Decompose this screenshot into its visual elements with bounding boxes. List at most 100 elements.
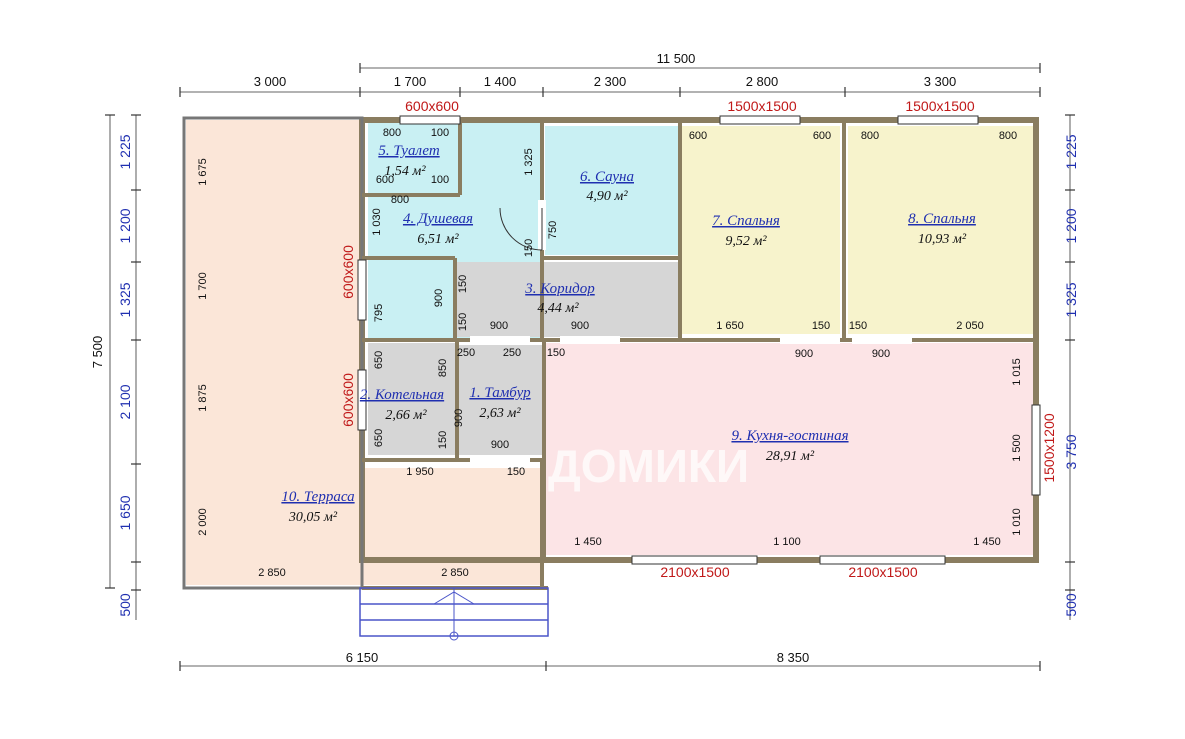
bedroom7-door-gap [780, 336, 840, 344]
corridor-door-gap-1 [470, 336, 530, 344]
dim-tambur-b: 250 [503, 347, 521, 359]
dim-bed8-r: 800 [999, 130, 1017, 142]
left-dim-3: 1 325 [117, 282, 133, 317]
dim-tambur-door: 900 [491, 439, 509, 451]
room-area-tambur: 2,63 м² [479, 406, 521, 421]
room-name-toilet: 5. Туалет [378, 143, 440, 159]
dim-kitchen-r1: 1 015 [1011, 358, 1023, 386]
dim-bed7-r: 600 [813, 130, 831, 142]
dim-kitchen-b1: 1 450 [574, 536, 602, 548]
bedroom8-door-gap [852, 336, 912, 344]
dim-corr-door2: 900 [571, 320, 589, 332]
dim-terrace-h2: 1 700 [197, 272, 209, 300]
bottom-dimension-lines [179, 661, 1041, 671]
room-name-sauna: 6. Сауна [580, 169, 634, 185]
top-dim-3: 1 400 [484, 74, 517, 89]
dim-kitchen-door2: 900 [872, 348, 890, 360]
window-label-kitchen-bottom-2: 2100x1500 [848, 564, 918, 580]
dim-kitchen-r2: 1 500 [1011, 434, 1023, 462]
dim-bed8-bottom: 2 050 [956, 320, 984, 332]
corridor-door-gap-2 [560, 336, 620, 344]
dim-terrace-b2: 2 850 [441, 567, 469, 579]
terrace-fill [186, 120, 362, 585]
top-dim-5: 2 800 [746, 74, 779, 89]
dim-kitchen-b3: 1 450 [973, 536, 1001, 548]
room-area-shower: 6,51 м² [417, 232, 459, 247]
sauna-fill [545, 126, 678, 255]
dim-shower-w: 800 [391, 194, 409, 206]
room-area-bed7: 9,52 м² [725, 234, 767, 249]
inner-dimensions: 800 100 600 100 800 1 030 1 325 750 150 … [197, 127, 1023, 579]
dim-terrace-h3: 1 875 [197, 384, 209, 412]
top-dim-2: 1 700 [394, 74, 427, 89]
room-area-terrace: 30,05 м² [288, 510, 338, 525]
right-dimension-lines [1065, 114, 1075, 620]
kitchen-bottom-window-2 [819, 555, 946, 565]
room-name-boiler: 2. Котельная [360, 387, 444, 403]
dim-shower-door: 900 [433, 289, 445, 307]
toilet-window [399, 115, 461, 125]
dim-kitchen-door1: 900 [795, 348, 813, 360]
kitchen-fill [546, 343, 1034, 555]
room-area-kitchen: 28,91 м² [766, 449, 815, 464]
bed8-window [897, 115, 979, 125]
dim-toilet-left: 600 [376, 174, 394, 186]
right-dim-3: 1 325 [1063, 282, 1079, 317]
left-dim-6: 500 [117, 593, 133, 617]
left-dim-2: 1 200 [117, 208, 133, 243]
right-dim-1: 1 225 [1063, 134, 1079, 169]
right-dim-5: 500 [1063, 593, 1079, 617]
bed7-window [719, 115, 801, 125]
corridor-fill [455, 262, 678, 337]
overall-width: 11 500 [657, 51, 696, 66]
dim-bed8-gap: 150 [849, 320, 867, 332]
window-label-bed8: 1500x1500 [905, 98, 975, 114]
bedroom7-fill [682, 126, 840, 334]
room-name-terrace: 10. Терраса [281, 489, 354, 505]
terrace-border [182, 116, 364, 590]
window-label-toilet: 600x600 [405, 98, 459, 114]
dim-shower-h: 1 030 [371, 208, 383, 236]
bottom-dim-2: 8 350 [777, 650, 810, 665]
porch-steps [359, 587, 549, 641]
room-area-boiler: 2,66 м² [385, 408, 427, 423]
tambur-fill [458, 345, 542, 455]
top-dim-4: 2 300 [594, 74, 627, 89]
dim-kitchen-r3: 1 010 [1011, 508, 1023, 536]
dim-bed7-l: 600 [689, 130, 707, 142]
overall-depth: 7 500 [90, 336, 105, 369]
room-area-toilet: 1,54 м² [384, 164, 426, 179]
dim-corr-a: 150 [457, 275, 469, 293]
kitchen-bottom-window-1 [631, 555, 758, 565]
dim-boiler-c: 650 [373, 429, 385, 447]
dim-terrace-b1: 2 850 [258, 567, 286, 579]
top-dimension-lines [179, 63, 1041, 97]
dim-boiler-d: 150 [437, 431, 449, 449]
dim-sauna-gap: 150 [523, 239, 535, 257]
dim-terrace-gap: 150 [507, 466, 525, 478]
left-dim-5: 1 650 [117, 495, 133, 530]
dim-bed7-gap: 150 [812, 320, 830, 332]
top-dim-1: 3 000 [254, 74, 287, 89]
bedroom8-fill [848, 126, 1033, 334]
dim-tambur-c: 150 [547, 347, 565, 359]
dim-sauna-door: 750 [547, 221, 559, 239]
dim-bed7-bottom: 1 650 [716, 320, 744, 332]
boiler-window [357, 369, 367, 431]
dim-tambur-left: 900 [453, 409, 465, 427]
room-area-corridor: 4,44 м² [537, 301, 579, 316]
left-dimension-lines [105, 114, 141, 620]
dim-boiler-a: 650 [373, 351, 385, 369]
right-dim-2: 1 200 [1063, 208, 1079, 243]
dim-shower-low: 795 [373, 304, 385, 322]
left-dim-1: 1 225 [117, 134, 133, 169]
room-name-tambur: 1. Тамбур [469, 385, 531, 401]
window-label-shower: 600x600 [340, 245, 356, 299]
window-label-kitchen-bottom-1: 2100x1500 [660, 564, 730, 580]
dim-terrace-w: 1 950 [406, 466, 434, 478]
dim-tambur-a: 250 [457, 347, 475, 359]
dim-toilet-gap2: 100 [431, 174, 449, 186]
dim-toilet-w: 800 [383, 127, 401, 139]
shower-window [357, 259, 367, 321]
